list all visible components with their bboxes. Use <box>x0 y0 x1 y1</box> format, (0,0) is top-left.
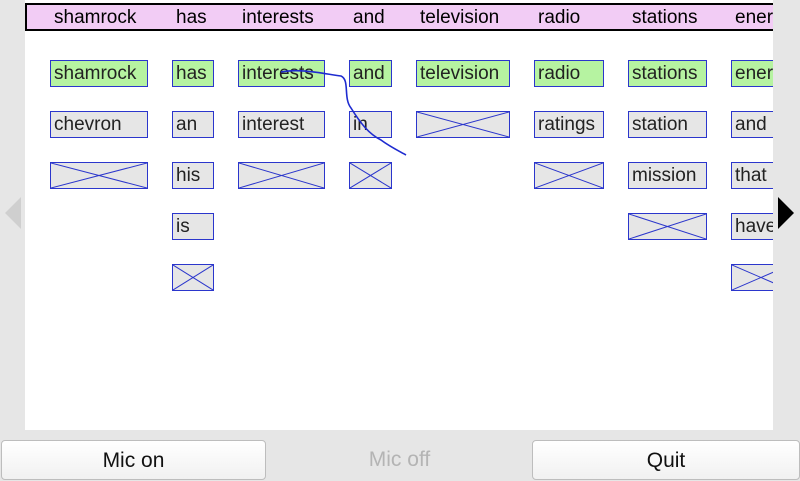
mic-on-button[interactable]: Mic on <box>1 440 266 480</box>
sentence-word: interests <box>242 7 314 28</box>
candidate-word-cell[interactable]: an <box>172 111 214 138</box>
delete-word-cell[interactable] <box>50 162 148 189</box>
delete-word-cell[interactable] <box>172 264 214 291</box>
selected-word-cell[interactable]: stations <box>628 60 707 87</box>
candidate-word-cell[interactable]: mission <box>628 162 707 189</box>
cross-box-icon <box>417 112 509 137</box>
candidate-word-cell[interactable]: have <box>731 213 773 240</box>
candidate-word-cell[interactable]: and <box>731 111 773 138</box>
sentence-word: has <box>176 7 207 28</box>
candidate-word-cell[interactable]: in <box>349 111 392 138</box>
selected-word-cell[interactable]: has <box>172 60 214 87</box>
delete-word-cell[interactable] <box>534 162 604 189</box>
delete-word-cell[interactable] <box>628 213 707 240</box>
selected-word-cell[interactable]: and <box>349 60 392 87</box>
candidate-word-cell[interactable]: chevron <box>50 111 148 138</box>
cross-box-icon <box>173 265 213 290</box>
previous-page-icon[interactable] <box>5 197 21 229</box>
recognized-sentence-bar: shamrock has interests and television ra… <box>25 3 773 31</box>
candidate-word-cell[interactable]: is <box>172 213 214 240</box>
sentence-word: radio <box>538 7 581 28</box>
sentence-word: and <box>353 7 385 28</box>
cross-box-icon <box>629 214 706 239</box>
sentence-word: stations <box>632 7 698 28</box>
candidate-word-cell[interactable]: that <box>731 162 773 189</box>
sentence-word: ener <box>735 7 773 28</box>
selected-word-cell[interactable]: shamrock <box>50 60 148 87</box>
cross-box-icon <box>535 163 603 188</box>
delete-word-cell[interactable] <box>731 264 773 291</box>
selected-word-cell[interactable]: television <box>416 60 510 87</box>
sentence-word: shamrock <box>54 7 137 28</box>
cross-box-icon <box>239 163 324 188</box>
candidate-word-cell[interactable]: his <box>172 162 214 189</box>
word-lattice-canvas: shamrock has interests and television ra… <box>25 0 773 430</box>
candidate-word-cell[interactable]: station <box>628 111 707 138</box>
cross-box-icon <box>350 163 391 188</box>
candidate-word-cell[interactable]: interest <box>238 111 325 138</box>
cross-box-icon <box>51 163 147 188</box>
mic-off-button: Mic off <box>368 448 431 471</box>
next-page-icon[interactable] <box>778 197 794 229</box>
sentence-word: television <box>420 7 500 28</box>
candidate-word-cell[interactable]: ratings <box>534 111 604 138</box>
delete-word-cell[interactable] <box>416 111 510 138</box>
delete-word-cell[interactable] <box>349 162 392 189</box>
selected-word-cell[interactable]: ener <box>731 60 773 87</box>
delete-word-cell[interactable] <box>238 162 325 189</box>
cross-box-icon <box>732 265 773 290</box>
selected-word-cell[interactable]: interests <box>238 60 325 87</box>
quit-button[interactable]: Quit <box>532 440 800 480</box>
selected-word-cell[interactable]: radio <box>534 60 604 87</box>
